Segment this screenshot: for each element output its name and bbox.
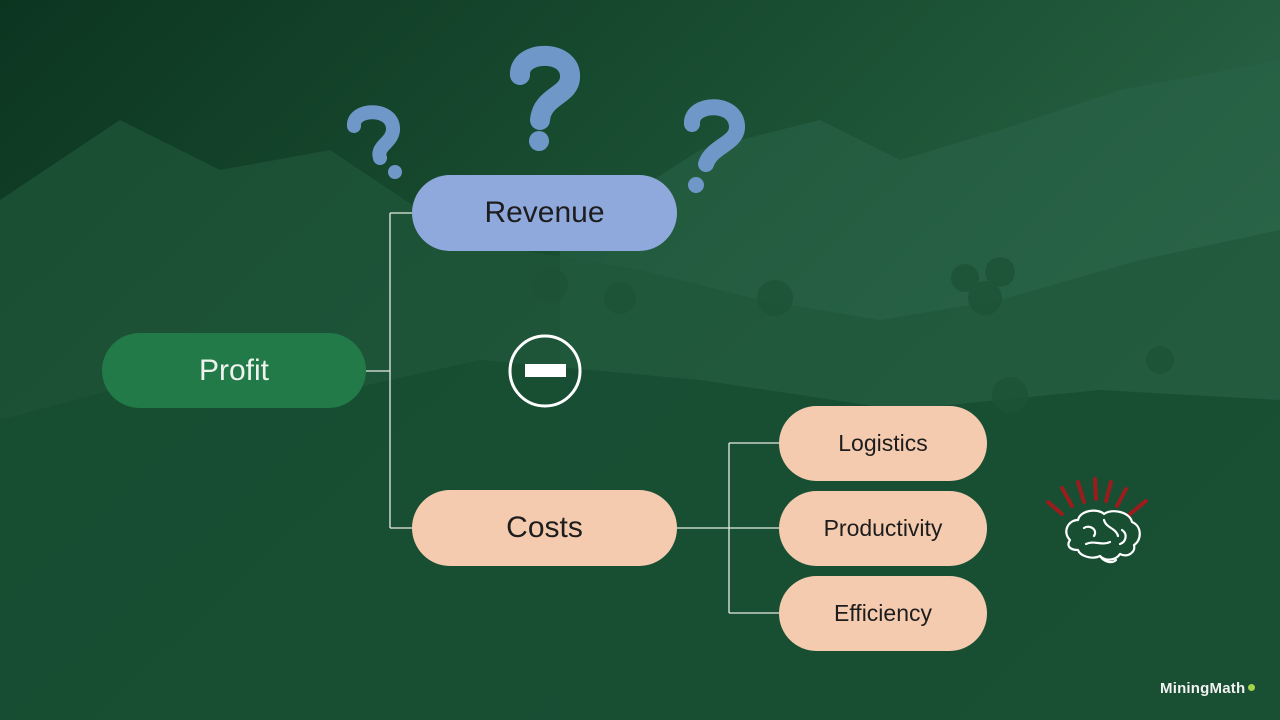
revenue-node: Revenue — [412, 175, 677, 251]
logistics-label: Logistics — [838, 430, 928, 456]
productivity-node: Productivity — [779, 491, 987, 566]
profit-label: Profit — [198, 353, 270, 387]
brand-dot-icon — [1248, 684, 1255, 691]
costs-label: Costs — [506, 511, 583, 544]
logistics-node: Logistics — [779, 406, 987, 481]
brand-logo: MiningMath — [1160, 680, 1246, 697]
efficiency-node: Efficiency — [779, 576, 987, 651]
costs-node: Costs — [412, 490, 677, 566]
profit-node: Profit — [102, 333, 366, 408]
efficiency-label: Efficiency — [833, 600, 932, 626]
revenue-label: Revenue — [484, 196, 605, 229]
productivity-label: Productivity — [823, 515, 943, 541]
